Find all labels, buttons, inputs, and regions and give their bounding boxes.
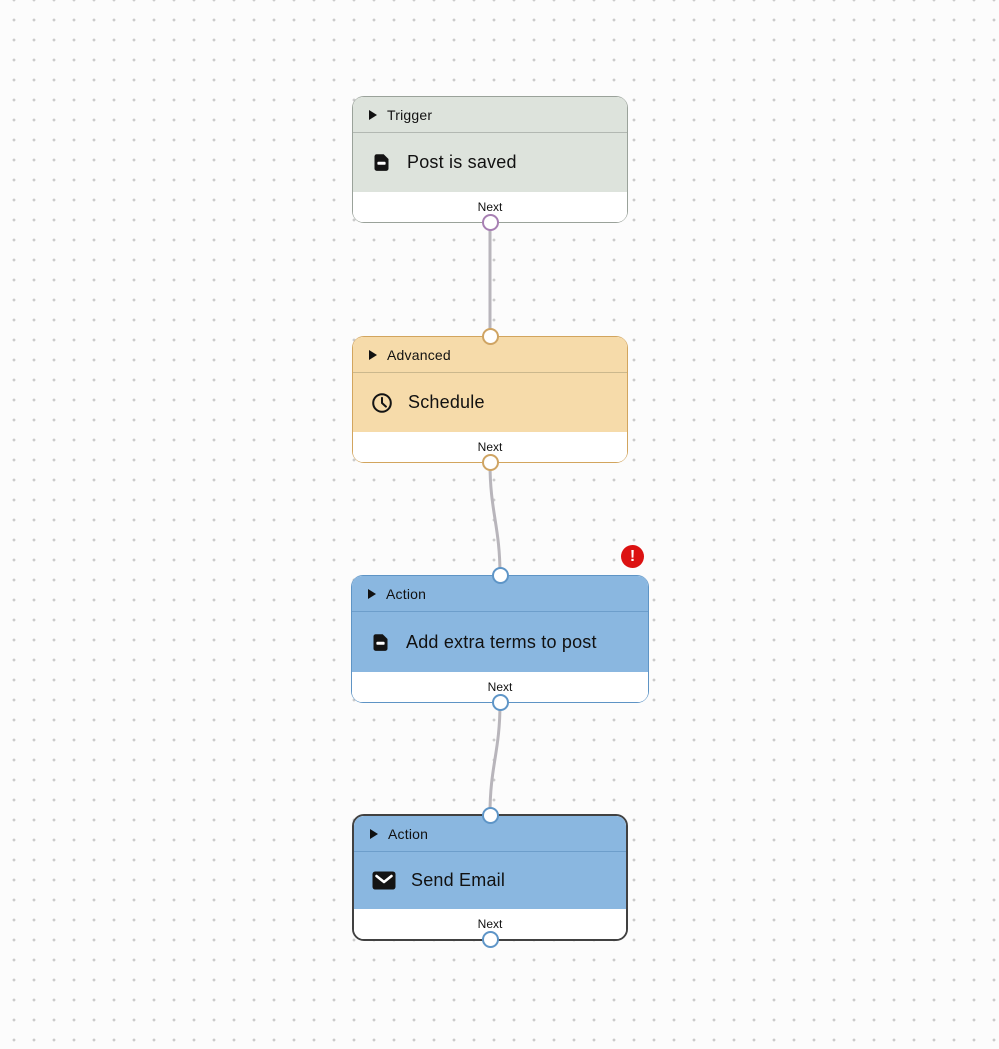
input-port[interactable] — [491, 567, 509, 584]
next-port-label: Next — [477, 200, 503, 214]
node-category-label: Action — [386, 585, 427, 602]
clock-icon — [371, 392, 393, 414]
node-header[interactable]: Trigger — [353, 97, 627, 133]
node-category-label: Trigger — [387, 106, 433, 123]
node-trigger-post-is-saved[interactable]: Trigger Post is saved Next — [352, 96, 628, 231]
node-action-send-email[interactable]: Action Send Email Next — [352, 807, 628, 948]
collapse-triangle-icon — [370, 828, 378, 839]
node-title: Schedule — [408, 392, 485, 412]
error-badge[interactable]: ! — [621, 545, 644, 568]
output-port[interactable] — [481, 454, 499, 471]
output-port[interactable] — [481, 214, 499, 231]
node-body: Send Email — [354, 852, 626, 909]
output-port[interactable] — [491, 694, 509, 711]
edge-add-terms-to-send-email[interactable] — [488, 701, 502, 816]
input-port[interactable] — [481, 807, 499, 824]
node-title: Add extra terms to post — [406, 631, 597, 652]
node-advanced-schedule[interactable]: Advanced Schedule Next — [352, 328, 628, 471]
node-body: Schedule — [353, 373, 627, 432]
edge-schedule-to-add-terms[interactable] — [488, 461, 502, 577]
collapse-triangle-icon — [369, 109, 377, 120]
collapse-triangle-icon — [368, 588, 376, 599]
document-icon — [370, 632, 391, 653]
node-category-label: Action — [388, 825, 429, 842]
node-title: Post is saved — [407, 152, 517, 172]
node-category-label: Advanced — [387, 346, 451, 363]
next-port-label: Next — [477, 917, 503, 931]
node-body: Add extra terms to post — [352, 612, 648, 672]
node-title: Send Email — [411, 870, 506, 890]
collapse-triangle-icon — [369, 349, 377, 360]
node-body: Post is saved — [353, 133, 627, 192]
output-port[interactable] — [481, 931, 499, 948]
document-icon — [371, 152, 392, 173]
next-port-label: Next — [487, 680, 513, 694]
node-action-add-extra-terms[interactable]: Action Add extra terms to post Next — [351, 567, 649, 711]
next-port-label: Next — [477, 440, 503, 454]
envelope-icon — [372, 871, 396, 890]
input-port[interactable] — [481, 328, 499, 345]
